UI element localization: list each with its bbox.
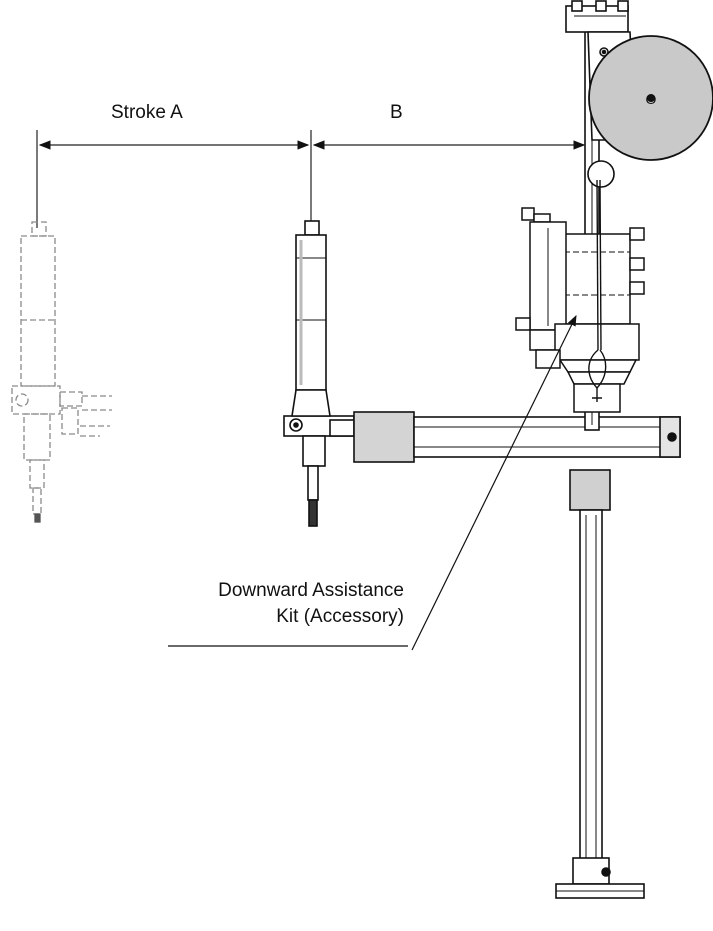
upright-column (555, 469, 645, 899)
callout-leader (168, 315, 577, 651)
tool-center-position (283, 220, 355, 527)
b-label: B (390, 102, 403, 123)
kit-label-line2: Kit (Accessory) (276, 606, 404, 627)
balancer-cable-hook (588, 179, 607, 402)
kit-label-line1: Downward Assistance (218, 580, 404, 601)
stroke-a-label: Stroke A (111, 102, 183, 123)
reel-mark: O (646, 91, 657, 107)
downward-assistance-kit (515, 207, 645, 413)
spring-balancer-reel: O (588, 35, 713, 161)
tool-retracted-position (11, 221, 112, 523)
horizontal-arm (353, 411, 681, 463)
dimension-lines (36, 130, 586, 228)
